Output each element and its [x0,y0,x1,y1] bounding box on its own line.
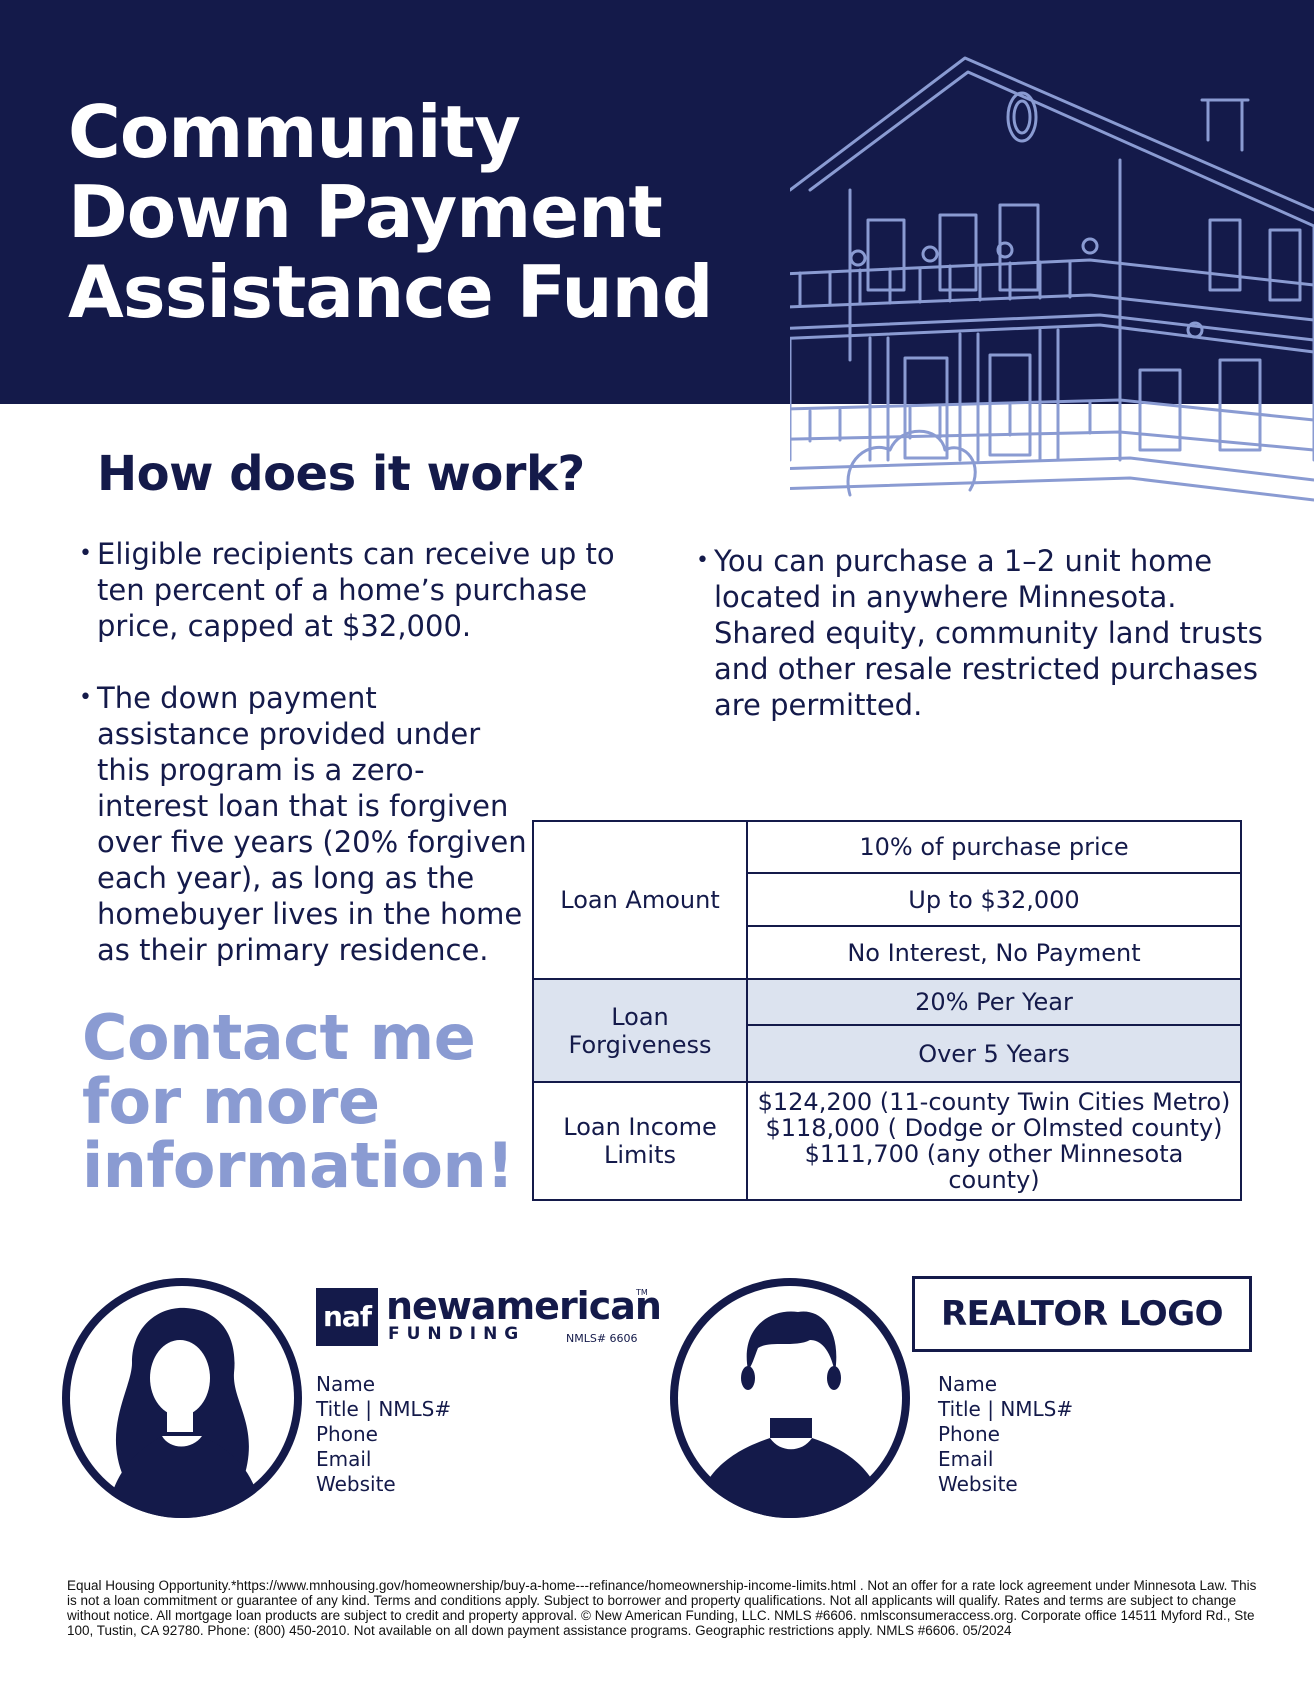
naf-nmls: NMLS# 6606 [566,1332,638,1345]
realtor-logo: REALTOR LOGO [912,1276,1252,1352]
loan-forgiveness-label: Loan Forgiveness [532,978,748,1083]
lender-logo: naf newamerican TM FUNDING NMLS# 6606 [316,1284,662,1358]
table-cell: 10% of purchase price [746,820,1242,874]
how-heading: How does it work? [97,446,585,502]
card-name: Name [938,1372,998,1396]
contact-line: information! [82,1129,514,1202]
table-cell: Over 5 Years [746,1024,1242,1083]
table-cell: 20% Per Year [746,978,1242,1026]
income-limits-label: Loan Income Limits [532,1081,748,1201]
naf-logo-tm: TM [636,1288,648,1297]
card-email: Email [938,1447,994,1471]
naf-logo-word: newamerican [386,1284,662,1328]
bullet-dot: • [79,685,92,710]
naf-logo-funding: FUNDING [388,1324,526,1344]
contact-callout: Contact me for more information! [82,1006,522,1198]
bullet-dot: • [696,548,709,573]
table-row: Loan Income Limits $124,200 (11-county T… [532,1081,1242,1201]
bullet-forgiveness: • The down payment assistance provided u… [79,680,527,968]
bullet-property: • You can purchase a 1–2 unit home locat… [696,543,1274,723]
loan-amount-label: Loan Amount [532,820,748,980]
table-row: Over 5 Years [533,1024,1242,1083]
income-limit-line: $118,000 ( Dodge or Olmsted county) [765,1114,1223,1142]
card-email: Email [316,1447,372,1471]
man-avatar-icon [678,1286,902,1518]
table-cell: Up to $32,000 [746,872,1242,927]
income-limit-line: $124,200 (11-county Twin Cities Metro) [757,1088,1231,1116]
bullet-text: You can purchase a 1–2 unit home located… [714,544,1263,722]
house-sketch-icon [790,56,1314,502]
realtor-contact-card: Name Title | NMLS# Phone Email Website [938,1372,1073,1497]
card-title: Title | NMLS# [938,1397,1074,1421]
card-name: Name [316,1372,376,1396]
bullet-dot: • [79,541,92,566]
bullet-eligibility: • Eligible recipients can receive up to … [79,536,657,644]
lender-contact-card: Name Title | NMLS# Phone Email Website [316,1372,451,1497]
card-phone: Phone [316,1422,378,1446]
hero-banner: Community Down Payment Assistance Fund [0,0,1314,404]
table-cell: No Interest, No Payment [746,925,1242,980]
table-row: Loan Forgiveness 20% Per Year [532,978,1242,1083]
loan-details-table: Loan Amount 10% of purchase price Up to … [532,820,1242,1201]
hero-title: Community Down Payment Assistance Fund [68,92,788,332]
contact-line: for more [82,1065,380,1138]
naf-logo-mark: naf [316,1288,378,1346]
card-phone: Phone [938,1422,1000,1446]
woman-avatar-icon [70,1286,294,1518]
card-website: Website [316,1472,396,1496]
card-website: Website [938,1472,1018,1496]
legal-disclaimer: Equal Housing Opportunity.*https://www.m… [67,1578,1257,1638]
table-row: No Interest, No Payment [533,925,1242,980]
card-title: Title | NMLS# [316,1397,452,1421]
lender-avatar [62,1278,302,1518]
contact-line: Contact me [82,1001,476,1074]
hero-title-line: Down Payment [68,170,663,254]
realtor-avatar [670,1278,910,1518]
table-row: Loan Amount 10% of purchase price [532,820,1242,980]
bullet-text: Eligible recipients can receive up to te… [97,537,615,643]
hero-title-line: Community [68,90,521,174]
income-limits-cell: $124,200 (11-county Twin Cities Metro) $… [746,1081,1242,1201]
bullet-text: The down payment assistance provided und… [97,681,527,967]
income-limit-line: $111,700 (any other Minnesota county) [804,1140,1184,1194]
hero-title-line: Assistance Fund [68,250,713,334]
table-row: Up to $32,000 [533,872,1242,927]
